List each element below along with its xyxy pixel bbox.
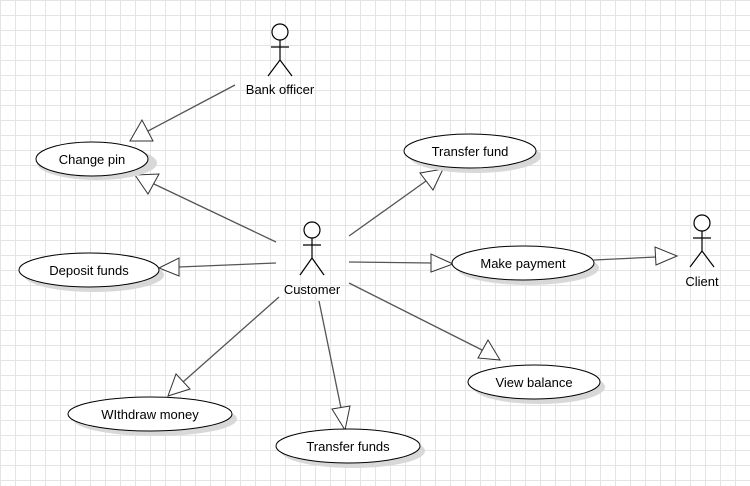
use-case-transfer-funds[interactable]: Transfer funds — [275, 428, 425, 468]
actor-label: Bank officer — [246, 82, 315, 97]
actor-label: Customer — [284, 282, 341, 297]
link-make-payment-to-client — [593, 246, 679, 266]
link-customer-to-transfer-funds — [318, 300, 351, 432]
link-customer-to-transfer-fund — [348, 168, 444, 237]
use-case-withdraw-money[interactable]: WIthdraw money — [67, 396, 237, 436]
link-customer-to-make-payment — [348, 253, 455, 273]
use-case-view-balance[interactable]: View balance — [467, 364, 605, 404]
link-customer-to-deposit-funds — [157, 257, 277, 277]
stick-figure-icon — [299, 221, 325, 276]
use-case-make-payment[interactable]: Make payment — [451, 245, 599, 285]
use-case-label: Change pin — [59, 152, 126, 167]
actor-customer[interactable]: Customer — [284, 221, 341, 297]
use-case-label: Deposit funds — [49, 263, 129, 278]
use-case-label: WIthdraw money — [101, 407, 199, 422]
actor-client[interactable]: Client — [685, 214, 719, 289]
link-bank-officer-to-change-pin — [129, 84, 236, 142]
connectors — [129, 84, 679, 432]
use-case-label: Transfer fund — [432, 144, 509, 159]
use-case-change-pin[interactable]: Change pin — [35, 141, 157, 180]
link-customer-to-change-pin — [134, 173, 277, 243]
stick-figure-icon — [689, 214, 715, 268]
use-case-label: Transfer funds — [306, 439, 390, 454]
stick-figure-icon — [267, 23, 293, 77]
use-case-label: View balance — [495, 375, 572, 390]
link-customer-to-withdraw-money — [167, 296, 280, 397]
actor-label: Client — [685, 274, 719, 289]
use-case-deposit-funds[interactable]: Deposit funds — [18, 252, 164, 292]
use-case-transfer-fund[interactable]: Transfer fund — [403, 133, 541, 173]
link-customer-to-view-balance — [348, 282, 501, 361]
use-case-label: Make payment — [480, 256, 566, 271]
actor-bank-officer[interactable]: Bank officer — [246, 23, 315, 97]
